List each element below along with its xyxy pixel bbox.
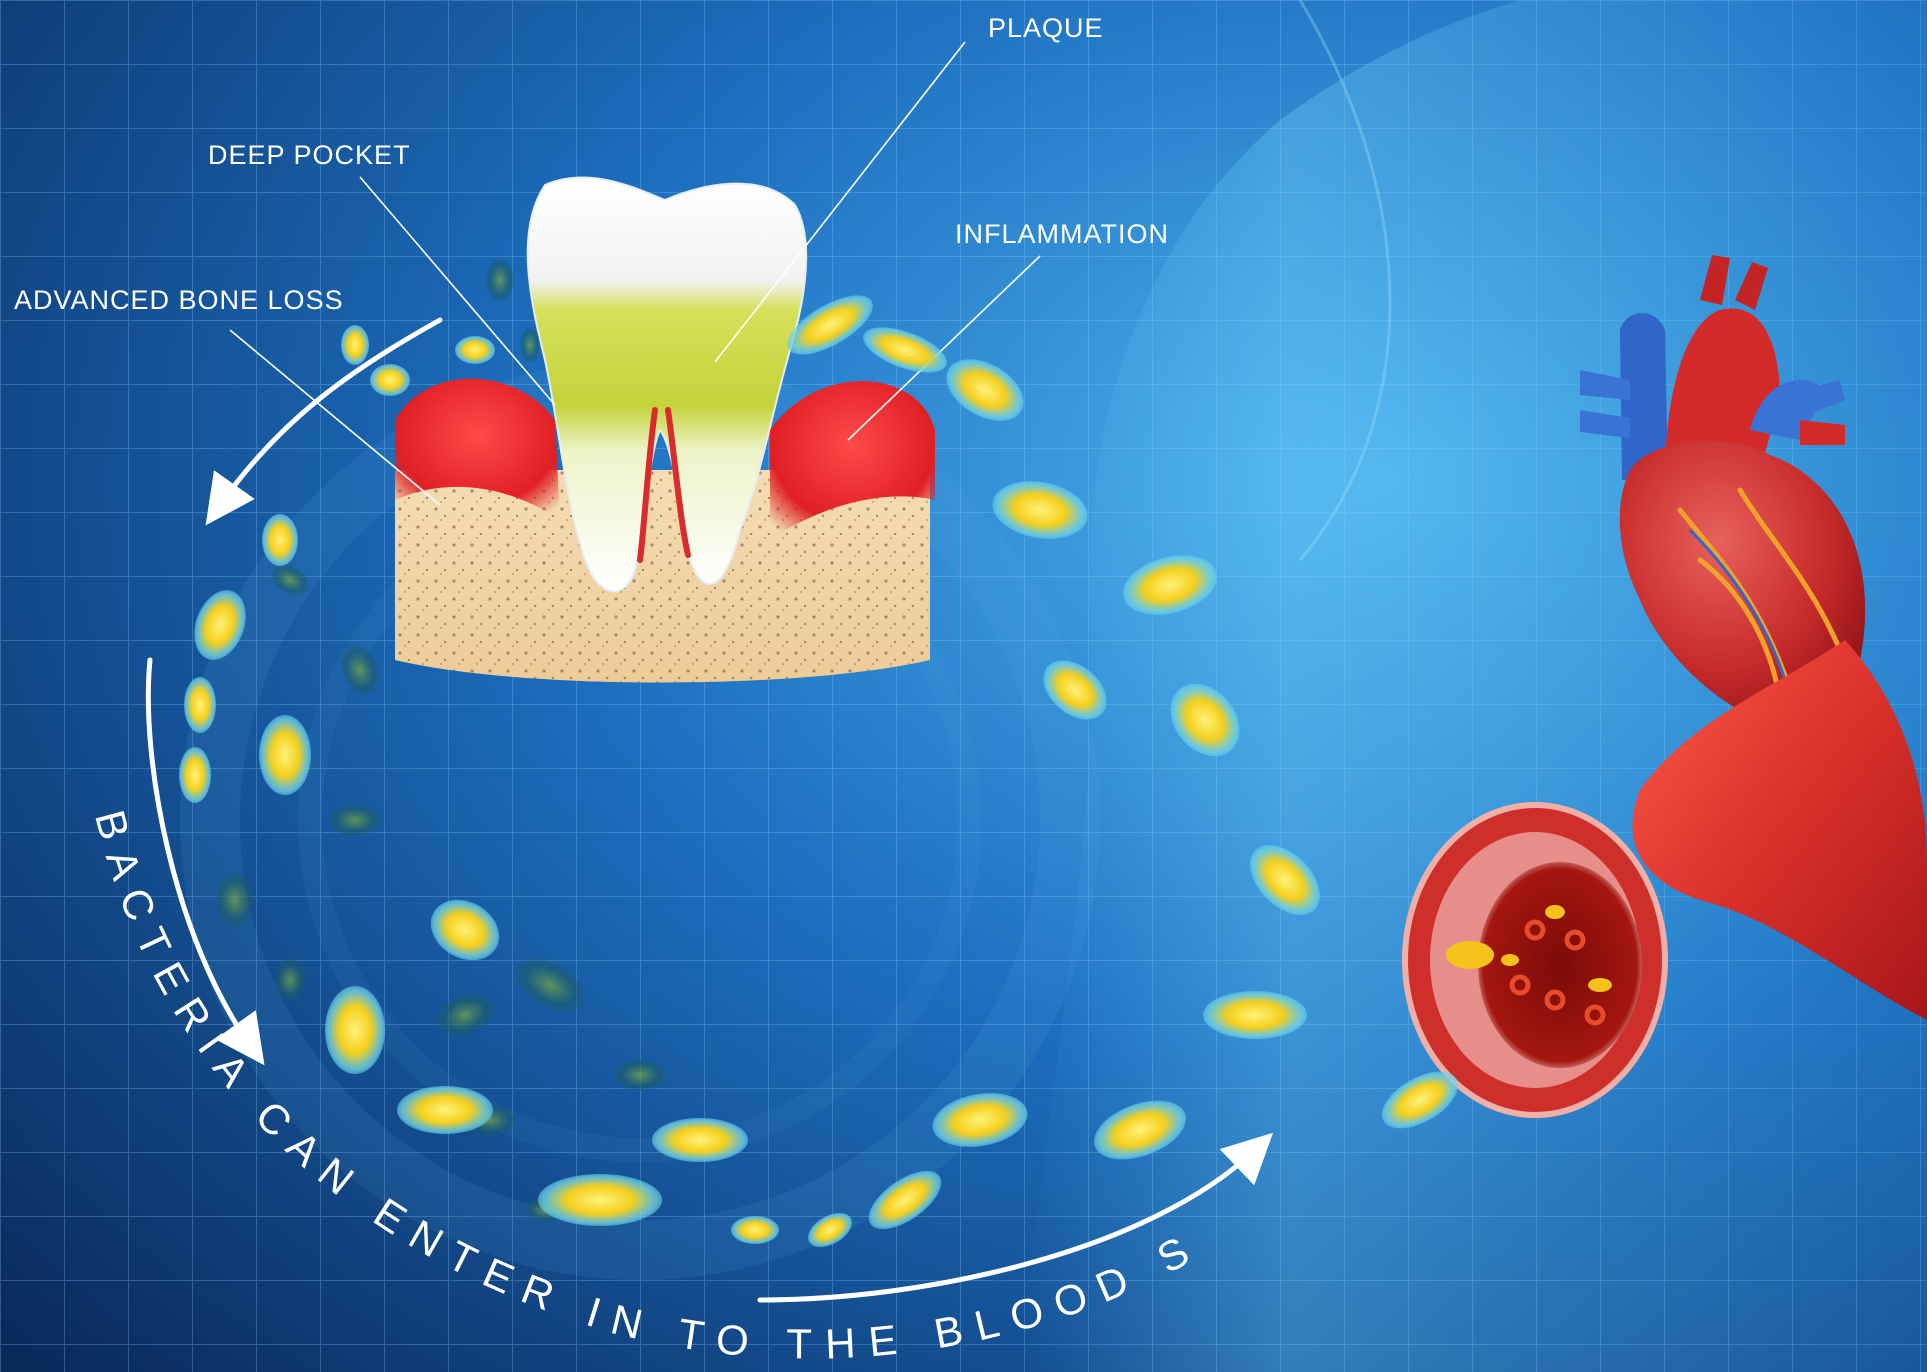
bacteria-icon	[486, 258, 514, 302]
bacteria-icon	[262, 514, 298, 566]
inflammation-label: INFLAMMATION	[955, 219, 1169, 249]
bacteria-icon	[538, 1174, 662, 1226]
bacteria-icon	[397, 1086, 493, 1134]
bacteria-icon	[370, 364, 410, 396]
bacteria-icon	[259, 715, 311, 795]
deep-pocket-label: DEEP POCKET	[208, 140, 411, 170]
bacteria-icon	[731, 1216, 779, 1244]
bacteria-icon	[520, 327, 540, 363]
bacteria-icon	[184, 677, 216, 733]
bacteria-icon	[341, 325, 369, 365]
bacteria-icon	[1203, 991, 1307, 1039]
vessel-lumen	[1478, 862, 1642, 1068]
bacteria-icon	[274, 958, 306, 1002]
bacteria-icon	[652, 1118, 748, 1162]
bacteria-icon	[455, 336, 495, 364]
bacteria-icon	[215, 872, 255, 928]
bacteria-icon	[614, 1059, 666, 1091]
advanced-bone-loss-label: ADVANCED BONE LOSS	[14, 285, 344, 315]
bacteria-icon	[329, 804, 381, 836]
bacteria-icon	[325, 986, 385, 1074]
bacteria-icon	[179, 747, 211, 803]
plaque-label: PLAQUE	[988, 13, 1104, 43]
